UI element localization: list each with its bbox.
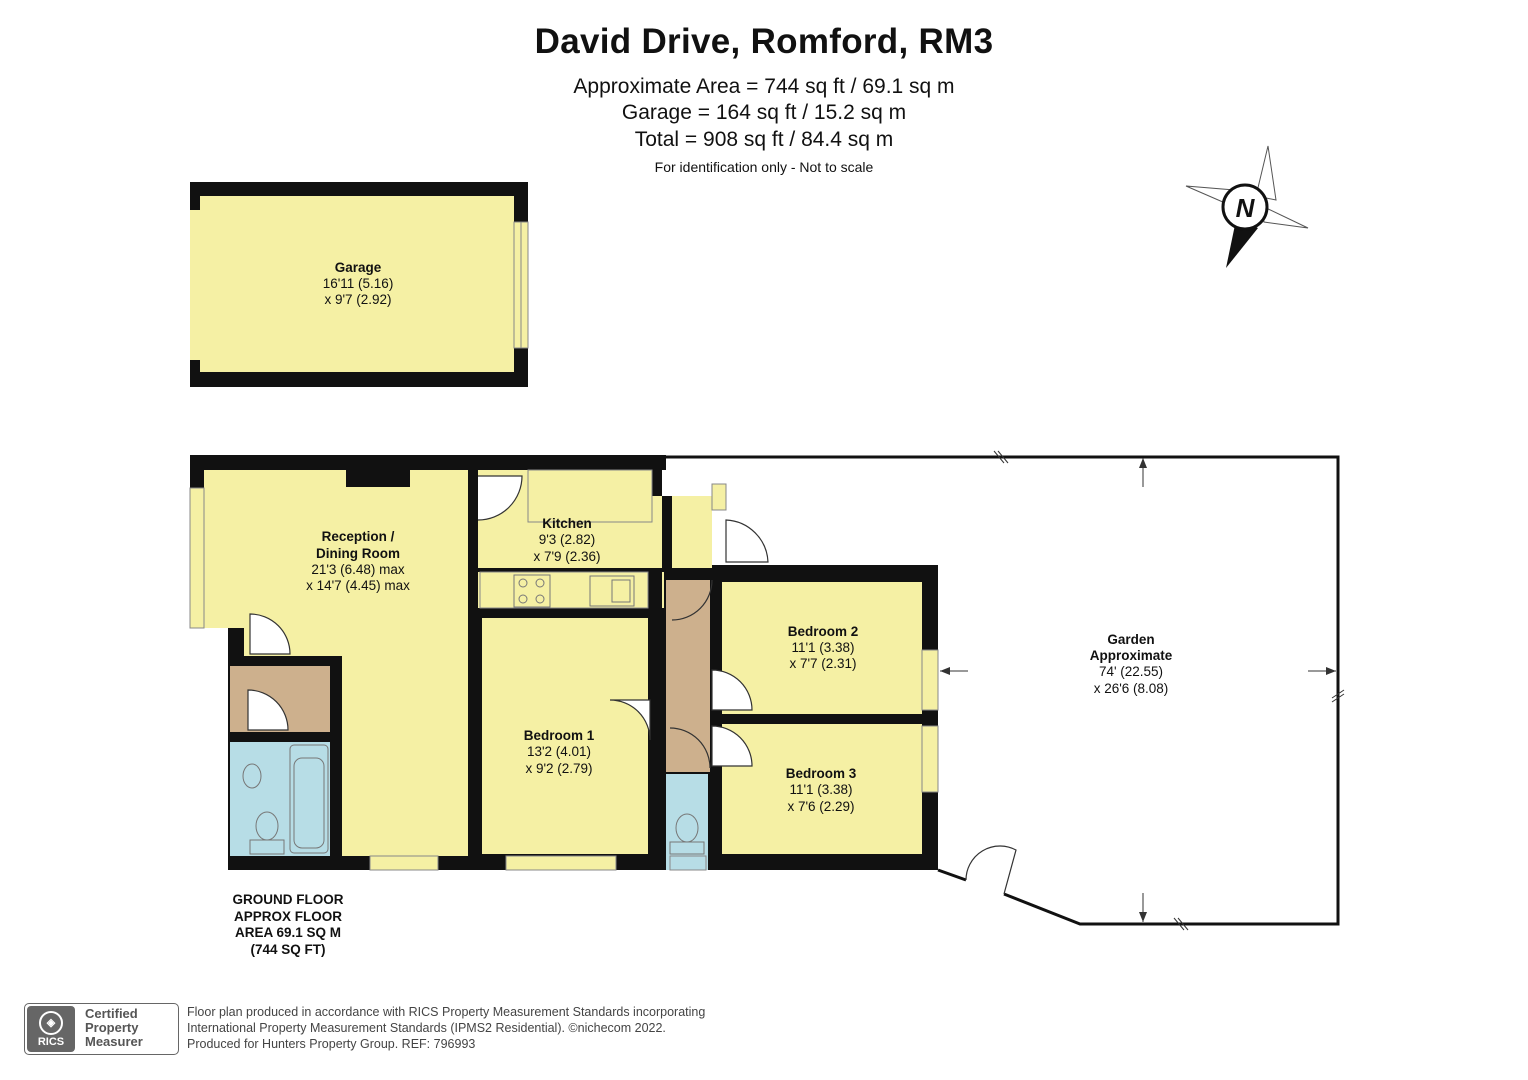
bedroom-1-label: Bedroom 1 13'2 (4.01) x 9'2 (2.79) [524, 728, 595, 776]
bathroom [230, 742, 330, 856]
svg-text:Bedroom 2: Bedroom 2 [788, 624, 859, 639]
wc-toilet-icon [669, 813, 705, 855]
garage-area-line: Garage = 164 sq ft / 15.2 sq m [621, 101, 907, 124]
approx-area-line: Approximate Area = 744 sq ft / 69.1 sq m [573, 75, 955, 98]
svg-text:x 26'6 (8.08): x 26'6 (8.08) [1094, 681, 1169, 696]
bedroom-2 [722, 582, 922, 714]
house-walls [189, 455, 939, 871]
svg-text:Dining Room: Dining Room [316, 546, 400, 561]
svg-text:x 9'2 (2.79): x 9'2 (2.79) [525, 761, 592, 776]
hallway [666, 580, 710, 772]
svg-text:Bedroom 3: Bedroom 3 [786, 766, 857, 781]
svg-text:Approximate: Approximate [1090, 648, 1173, 663]
garden-area [666, 450, 1345, 931]
kitchen-label: Kitchen 9'3 (2.82) x 7'9 (2.36) [533, 516, 600, 564]
svg-text:AREA 69.1 SQ M: AREA 69.1 SQ M [235, 925, 341, 940]
basin-icon [242, 763, 262, 789]
svg-text:GROUND FLOOR: GROUND FLOOR [233, 892, 344, 907]
garage-label: Garage 16'11 (5.16) x 9'7 (2.92) [323, 260, 394, 307]
bath-icon [289, 744, 329, 854]
total-area-line: Total = 908 sq ft / 84.4 sq m [634, 128, 894, 151]
badge-text: Certified Property Measurer [85, 1006, 143, 1049]
footer-note: Floor plan produced in accordance with R… [187, 1004, 705, 1052]
reception-label: Reception / Dining Room 21'3 (6.48) max … [306, 529, 410, 593]
svg-text:Kitchen: Kitchen [542, 516, 592, 531]
svg-text:x 9'7 (2.92): x 9'7 (2.92) [324, 292, 391, 307]
bedroom-3-label: Bedroom 3 11'1 (3.38) x 7'6 (2.29) [786, 766, 857, 814]
svg-text:x 7'9 (2.36): x 7'9 (2.36) [533, 549, 600, 564]
garden-label: Garden Approximate 74' (22.55) x 26'6 (8… [1090, 632, 1173, 696]
svg-text:Reception /: Reception / [322, 529, 395, 544]
svg-text:16'11 (5.16): 16'11 (5.16) [323, 276, 394, 291]
compass-letter: N [1236, 193, 1256, 223]
scale-note: For identification only - Not to scale [654, 159, 874, 175]
toilet-icon [249, 811, 285, 855]
rics-logo-icon: ◈ RICS [27, 1006, 75, 1052]
bedroom-3 [722, 724, 922, 854]
svg-text:Bedroom 1: Bedroom 1 [524, 728, 595, 743]
svg-text:APPROX FLOOR: APPROX FLOOR [234, 909, 342, 924]
footer-line-1: Floor plan produced in accordance with R… [187, 1005, 706, 1019]
sink-icon [589, 575, 635, 607]
compass-icon: N [1185, 145, 1309, 268]
reception-room [204, 470, 468, 628]
bedroom-2-label: Bedroom 2 11'1 (3.38) x 7'7 (2.31) [788, 624, 859, 671]
svg-text:x 7'6 (2.29): x 7'6 (2.29) [787, 799, 854, 814]
svg-text:11'1 (3.38): 11'1 (3.38) [791, 640, 854, 655]
svg-text:x 14'7 (4.45) max: x 14'7 (4.45) max [306, 578, 410, 593]
garage-room [190, 182, 529, 387]
hob-icon [513, 574, 551, 608]
footer-line-2: International Property Measurement Stand… [187, 1021, 666, 1035]
rics-badge: ◈ RICS Certified Property Measurer [24, 1003, 179, 1055]
svg-text:x 7'7 (2.31): x 7'7 (2.31) [789, 656, 856, 671]
svg-text:21'3 (6.48) max: 21'3 (6.48) max [311, 562, 405, 577]
footer-line-3: Produced for Hunters Property Group. REF… [187, 1037, 476, 1051]
svg-text:13'2 (4.01): 13'2 (4.01) [527, 744, 591, 759]
svg-text:9'3 (2.82): 9'3 (2.82) [539, 532, 596, 547]
plan-title: David Drive, Romford, RM3 [534, 22, 994, 61]
bedroom-1 [482, 618, 648, 854]
svg-text:74' (22.55): 74' (22.55) [1099, 664, 1163, 679]
svg-text:Garage: Garage [335, 260, 382, 275]
svg-text:(744 SQ FT): (744 SQ FT) [250, 942, 325, 957]
svg-text:Garden: Garden [1107, 632, 1154, 647]
ground-floor-label: GROUND FLOOR APPROX FLOOR AREA 69.1 SQ M… [233, 892, 344, 957]
svg-text:11'1 (3.38): 11'1 (3.38) [789, 782, 852, 797]
